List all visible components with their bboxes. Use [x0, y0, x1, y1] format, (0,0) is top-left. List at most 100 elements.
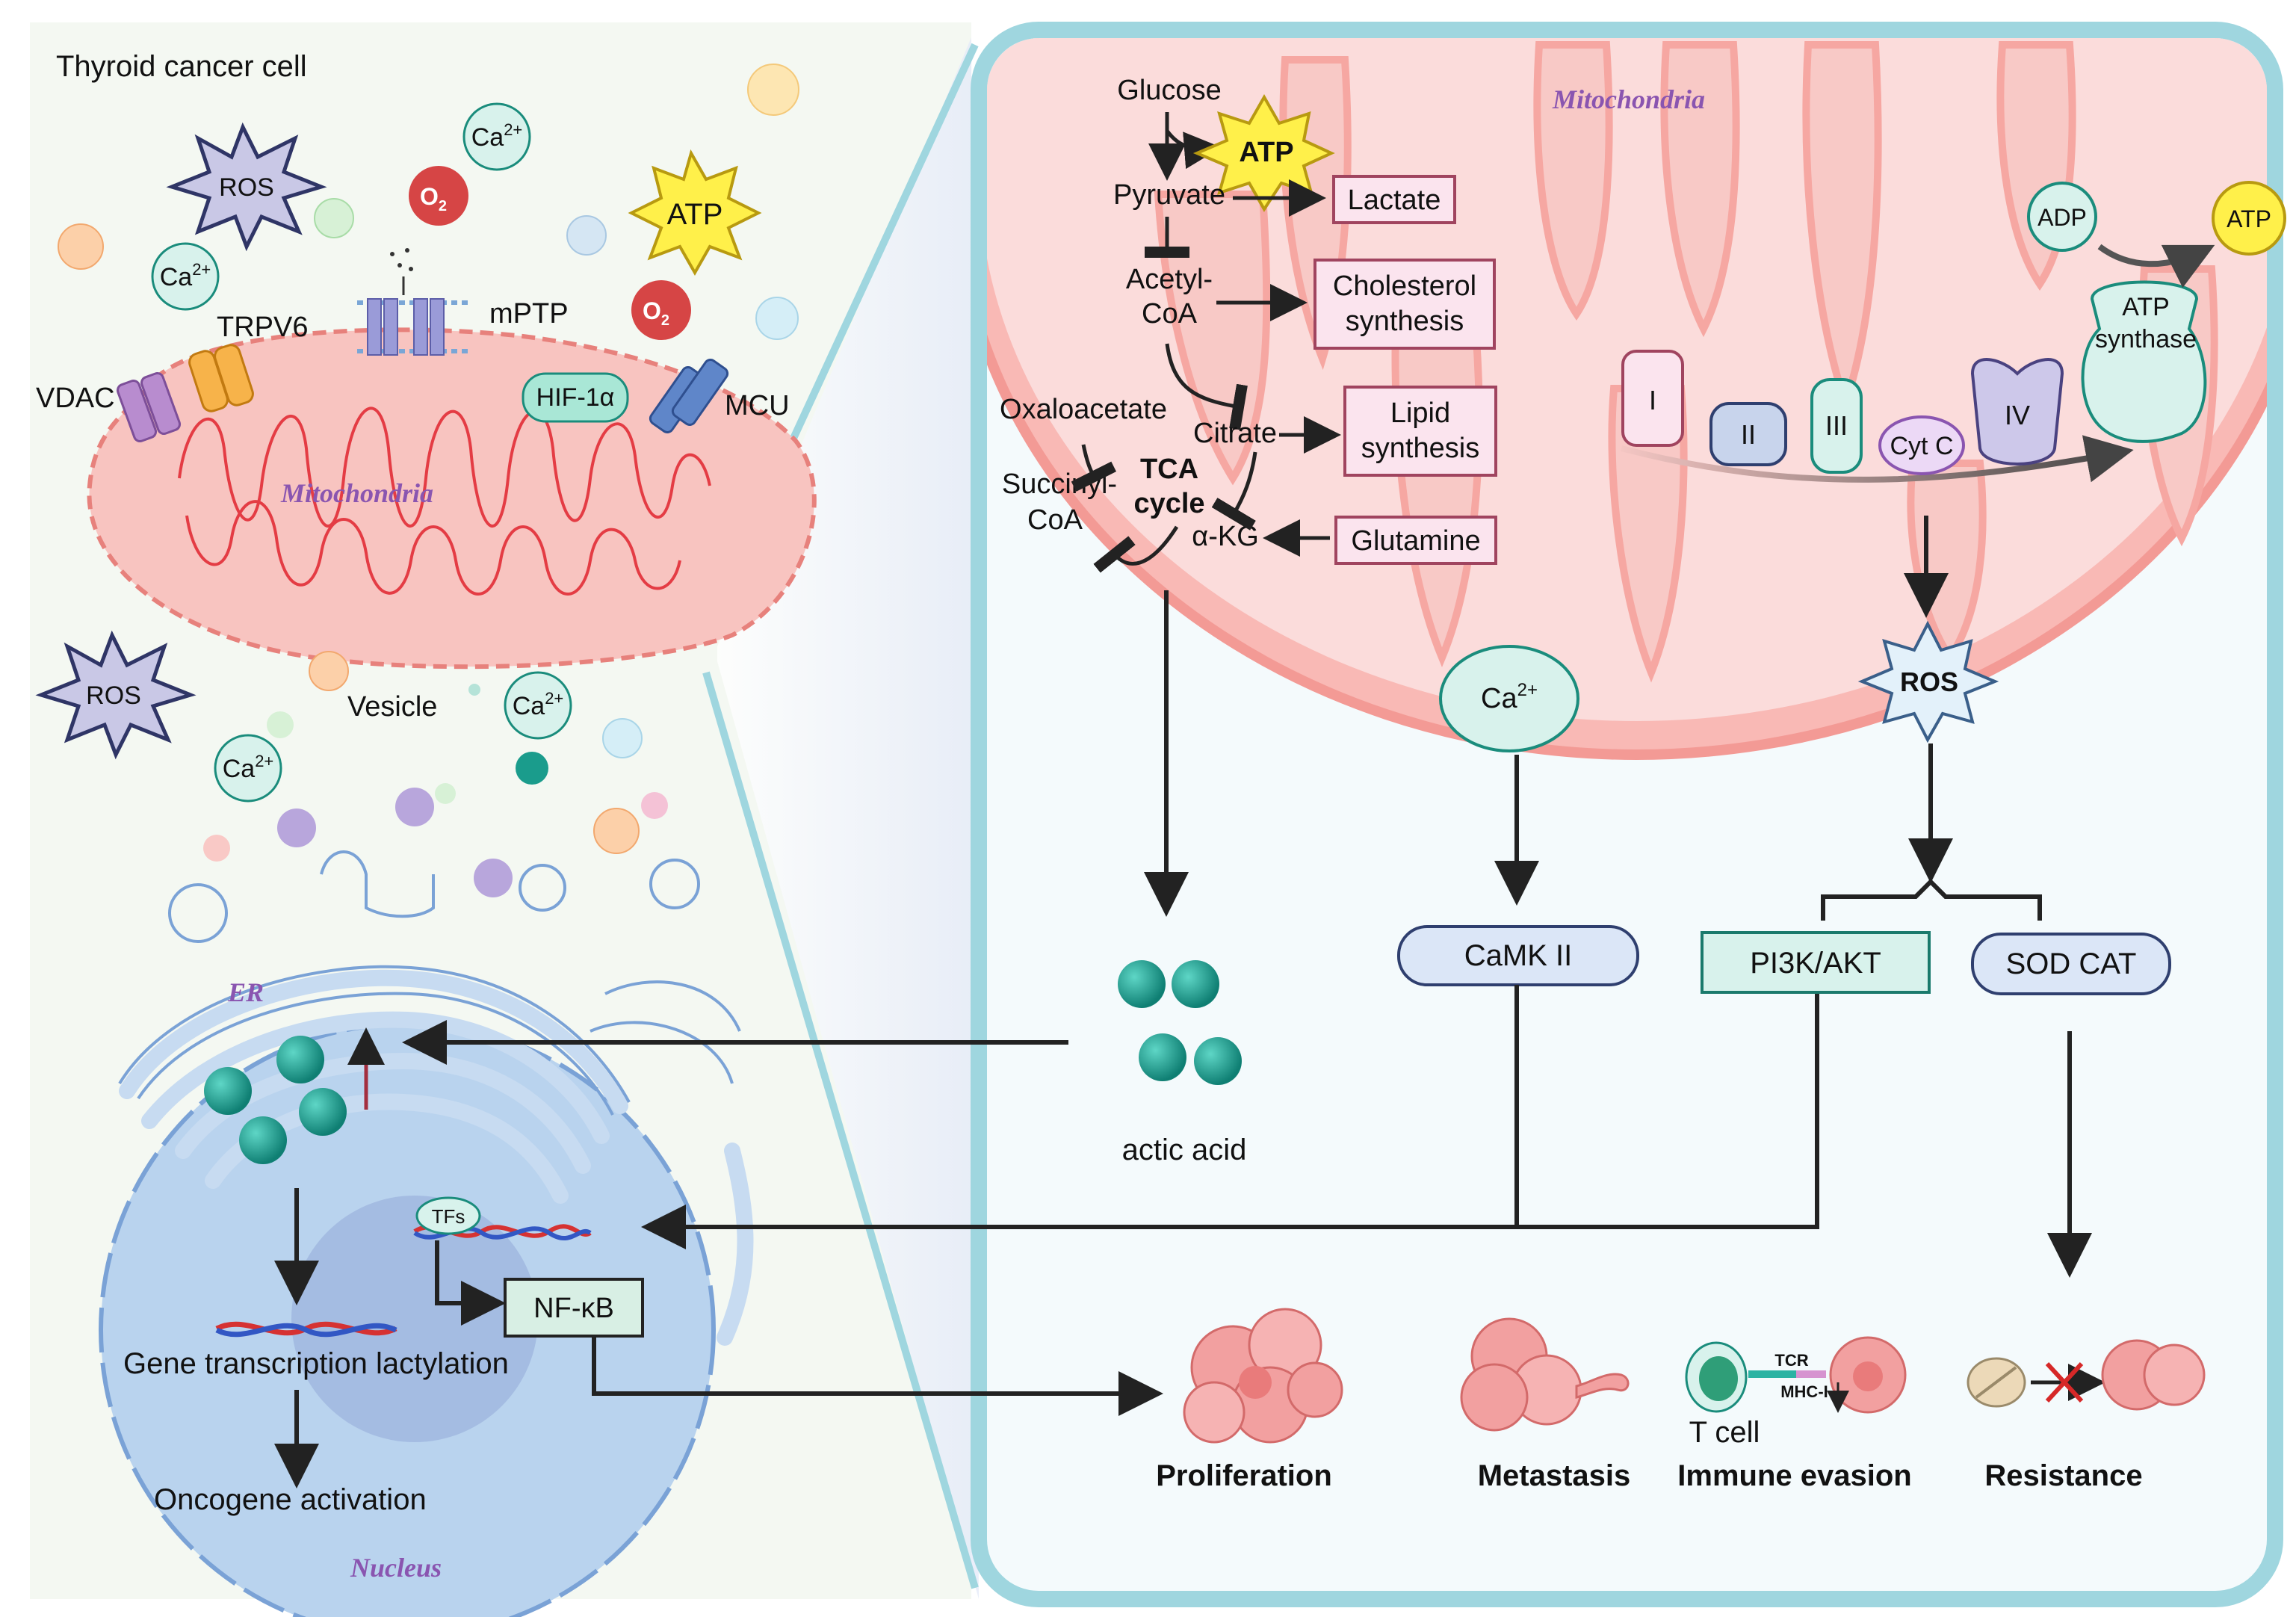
svg-text:ROS: ROS: [1900, 667, 1958, 697]
trpv6-label: TRPV6: [217, 312, 308, 343]
tca-label-1: TCA: [1140, 454, 1198, 485]
lipid-box: Lipid synthesis: [1343, 386, 1497, 477]
vdac-channel: [116, 372, 182, 442]
trpv6-channel: [188, 344, 254, 412]
lactic-acid-label: actic acid: [1122, 1134, 1247, 1166]
svg-text:O2: O2: [420, 183, 447, 214]
etc-electron-arrow: [1620, 435, 2134, 483]
ca-ion-4: Ca2+: [214, 734, 282, 803]
acetyl-label: Acetyl-: [1126, 264, 1213, 295]
atp-circle-right: ATP: [2212, 181, 2286, 256]
svg-text:ROS: ROS: [86, 681, 141, 710]
decor-vesicles: [58, 64, 799, 897]
er-label: ER: [227, 977, 264, 1007]
gene-transcription-label: Gene transcription lactylation: [123, 1347, 509, 1380]
immune-evasion-label: Immune evasion: [1677, 1459, 1911, 1492]
proliferation-label: Proliferation: [1156, 1459, 1332, 1492]
nfkb-box: NF-κB: [504, 1278, 644, 1338]
hif1a-badge: HIF-1α: [522, 372, 629, 423]
pyruvate-label: Pyruvate: [1113, 179, 1225, 211]
adp-circle: ADP: [2027, 182, 2097, 252]
oncogene-label: Oncogene activation: [154, 1483, 427, 1516]
svg-text:synthesis: synthesis: [1346, 306, 1464, 337]
glutamine-box: Glutamine: [1334, 516, 1497, 565]
citrate-label: Citrate: [1193, 418, 1277, 449]
ros-star-right: ROS: [1857, 620, 1999, 743]
left-mito-label: Mitochondria: [280, 478, 433, 508]
svg-text:synthase: synthase: [2095, 325, 2197, 353]
svg-text:Lipid: Lipid: [1390, 398, 1450, 429]
svg-text:Ca2+: Ca2+: [513, 689, 564, 720]
ca-ion-1: Ca2+: [462, 102, 531, 171]
acetyl-to-citrate: [1165, 343, 1248, 430]
svg-text:NF-κB: NF-κB: [533, 1293, 614, 1324]
svg-text:PI3K/AKT: PI3K/AKT: [1750, 947, 1881, 980]
mptp-pore: [357, 248, 469, 356]
t-cell-label: T cell: [1689, 1416, 1760, 1449]
svg-text:Ca2+: Ca2+: [471, 120, 523, 152]
svg-text:II: II: [1741, 419, 1756, 450]
zoom-line-bottom: [702, 671, 979, 1589]
mhc-label: MHC-I: [1780, 1382, 1828, 1401]
svg-text:synthesis: synthesis: [1361, 433, 1479, 464]
svg-text:Ca2+: Ca2+: [223, 752, 274, 783]
adp-to-atp-arrow: [2097, 244, 2215, 288]
nfkb-to-proliferation: [592, 1338, 1163, 1416]
metastasis-label: Metastasis: [1478, 1459, 1631, 1492]
ros-branch: [1821, 878, 2042, 921]
mcu-channel: [649, 359, 729, 433]
immune-evasion-icon: [1685, 1336, 1907, 1414]
svg-text:Lactate: Lactate: [1348, 185, 1441, 216]
ca-ion-3: Ca2+: [504, 671, 572, 740]
vesicle-label: Vesicle: [347, 691, 437, 723]
resistance-label: Resistance: [1984, 1459, 2142, 1492]
svg-text:Ca2+: Ca2+: [160, 260, 211, 291]
er-outlines: [118, 850, 741, 1116]
oxaloacetate-label: Oxaloacetate: [1000, 394, 1167, 425]
left-mito-cristae: [178, 406, 711, 596]
ros-star-top: ROS: [166, 122, 327, 252]
svg-text:ATP: ATP: [667, 198, 723, 231]
svg-text:ADP: ADP: [2037, 204, 2087, 231]
resistance-icon: [1967, 1339, 2206, 1411]
svg-text:SOD CAT: SOD CAT: [2006, 947, 2137, 980]
glucose-label: Glucose: [1117, 75, 1221, 106]
svg-text:ATP: ATP: [2122, 293, 2170, 321]
cell-title: Thyroid cancer cell: [56, 50, 307, 83]
atp-synthase: ATP synthase: [2081, 280, 2207, 443]
svg-text:Glutamine: Glutamine: [1351, 525, 1480, 557]
svg-text:ATP: ATP: [2227, 205, 2271, 232]
cholesterol-box: Cholesterol synthesis: [1313, 259, 1496, 350]
tca-label-2: cycle: [1133, 488, 1204, 519]
succinyl-label: Succinyl-: [1002, 469, 1117, 500]
complex-i: I: [1621, 350, 1684, 447]
svg-text:ROS: ROS: [219, 173, 274, 202]
svg-text:Cyt C: Cyt C: [1890, 432, 1954, 460]
camk-box: CaMK II: [1397, 925, 1639, 986]
complex-iv: IV: [1970, 358, 2064, 466]
lactate-box: Lactate: [1332, 175, 1456, 224]
svg-text:I: I: [1649, 385, 1656, 415]
nucleus-label: Nucleus: [350, 1553, 442, 1583]
svg-text:III: III: [1825, 410, 1848, 441]
acetyl-coa-label: CoA: [1142, 298, 1198, 330]
tcr-label: TCR: [1774, 1351, 1808, 1370]
vdac-label: VDAC: [36, 383, 115, 414]
ca-ion-2: Ca2+: [151, 242, 220, 311]
complex-ii: II: [1709, 402, 1787, 466]
dna-helix-gene: [215, 1321, 397, 1338]
signal-to-nucleus: [650, 985, 1819, 1227]
right-mito-label: Mitochondria: [1552, 84, 1705, 114]
left-mitochondria: [87, 327, 817, 670]
svg-text:Ca2+: Ca2+: [1481, 680, 1538, 714]
tca-cycle-arrows: [1071, 444, 1257, 573]
svg-text:HIF-1α: HIF-1α: [536, 383, 615, 412]
zoom-connector: [717, 37, 979, 1599]
cyt-c: Cyt C: [1878, 415, 1965, 475]
mptp-label: mPTP: [489, 298, 569, 330]
svg-text:Cholesterol: Cholesterol: [1333, 270, 1476, 302]
o2-molecule-1: O2: [409, 166, 468, 226]
svg-text:CaMK II: CaMK II: [1464, 939, 1572, 972]
akg-label: α-KG: [1192, 521, 1259, 552]
atp-burst-left: ATP: [628, 149, 762, 276]
